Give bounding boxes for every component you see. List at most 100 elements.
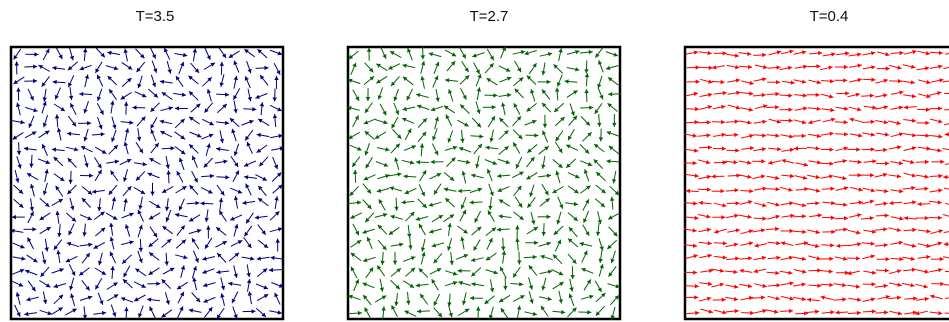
spin-arrow-head xyxy=(256,256,261,261)
spin-arrow-head xyxy=(69,285,74,291)
spin-arrow-head xyxy=(514,88,519,93)
spin-arrow-head xyxy=(82,232,87,237)
spin-arrow-head xyxy=(217,253,222,258)
spin-arrow-head xyxy=(614,295,619,300)
spin-arrow-head xyxy=(910,256,915,261)
spin-arrow-head xyxy=(708,79,713,84)
spin-arrow-shaft xyxy=(942,80,949,83)
spin-arrow-head xyxy=(897,282,902,287)
spin-arrow-head xyxy=(885,295,890,300)
spin-arrow-head xyxy=(147,172,153,177)
spin-arrow-head xyxy=(188,75,193,80)
spin-arrow-head xyxy=(694,173,699,178)
spin-arrow-head xyxy=(245,183,250,189)
spin-arrow-head xyxy=(402,76,408,81)
spin-arrow-head xyxy=(448,89,453,94)
spin-arrow-head xyxy=(222,241,227,246)
spin-arrow-head xyxy=(943,242,948,247)
spin-arrow-head xyxy=(246,279,252,284)
spin-arrow-head xyxy=(410,211,415,217)
spin-arrow-head xyxy=(937,215,942,220)
spin-arrow-head xyxy=(111,137,116,142)
spin-arrow-head xyxy=(896,120,901,126)
spin-arrow-head xyxy=(776,80,781,85)
spin-arrow-head xyxy=(273,164,278,170)
spin-arrow-head xyxy=(123,177,128,182)
spin-arrow-head xyxy=(844,132,849,137)
spin-arrow-head xyxy=(208,189,213,194)
spin-arrow-head xyxy=(695,79,700,84)
spin-arrow-head xyxy=(203,282,208,288)
spin-arrow-head xyxy=(693,201,698,206)
spin-arrow-head xyxy=(179,306,184,311)
spin-arrow-head xyxy=(471,173,476,178)
spin-arrow-head xyxy=(789,147,795,153)
spin-arrow-head xyxy=(233,151,238,156)
spin-arrow-head xyxy=(613,52,618,57)
spin-arrow-head xyxy=(395,284,400,290)
spin-arrow-head xyxy=(830,215,835,220)
spin-arrow-head xyxy=(443,187,449,192)
spin-arrow-head xyxy=(180,150,186,155)
spin-arrow-head xyxy=(735,105,741,110)
spin-arrow-head xyxy=(247,243,252,248)
spin-arrow-head xyxy=(381,306,386,311)
spin-arrow-head xyxy=(912,133,917,138)
spin-arrow-head xyxy=(181,239,186,244)
spin-arrow-head xyxy=(272,114,278,119)
spin-arrow-head xyxy=(897,78,902,84)
spin-arrow-head xyxy=(225,92,230,97)
spin-arrow-head xyxy=(95,284,100,290)
spin-arrow-head xyxy=(489,63,494,68)
spin-arrow-head xyxy=(68,230,73,236)
spin-arrow-head xyxy=(388,65,393,70)
spin-arrow-head xyxy=(150,124,155,129)
spin-arrow-head xyxy=(192,266,197,271)
spin-arrow-head xyxy=(722,90,727,96)
spin-arrow-head xyxy=(558,148,563,153)
spin-arrow-head xyxy=(101,270,106,275)
spin-arrow-head xyxy=(56,250,61,255)
spin-arrow-head xyxy=(871,270,877,275)
spin-arrow-head xyxy=(84,74,89,79)
spin-arrow-head xyxy=(911,243,917,248)
spin-arrow-head xyxy=(899,216,904,221)
spin-arrow-head xyxy=(52,79,57,85)
spin-arrow-head xyxy=(196,133,202,138)
spin-arrow-head xyxy=(760,228,766,233)
spin-arrow-head xyxy=(129,212,134,217)
spin-arrow-head xyxy=(583,169,588,174)
spin-arrow-head xyxy=(843,202,848,207)
spin-arrow-head xyxy=(608,145,614,151)
spin-arrow-head xyxy=(734,119,739,124)
spin-arrow-head xyxy=(234,252,239,257)
spin-arrow-head xyxy=(66,241,72,247)
spin-arrow-head xyxy=(803,241,809,246)
spin-arrow-head xyxy=(735,78,740,83)
spin-arrow-head xyxy=(365,97,371,101)
spin-arrow-head xyxy=(801,50,807,55)
spin-arrow-head xyxy=(573,216,578,221)
spin-arrow-head xyxy=(385,147,390,152)
spin-arrow-head xyxy=(113,145,118,150)
spin-arrow-head xyxy=(547,269,553,274)
spin-arrow-head xyxy=(390,214,395,220)
spin-arrow-head xyxy=(748,107,753,112)
spin-arrow-head xyxy=(18,189,24,194)
spin-arrow-head xyxy=(871,229,877,234)
spin-arrow-head xyxy=(524,51,529,56)
spin-arrow-head xyxy=(434,75,439,81)
spin-arrow-head xyxy=(830,117,836,122)
spin-arrow-head xyxy=(420,191,425,197)
spin-arrow-head xyxy=(734,213,739,218)
spin-arrow-head xyxy=(762,119,767,124)
spin-arrow-head xyxy=(234,162,239,167)
spin-arrow-head xyxy=(541,89,547,94)
spin-arrow-head xyxy=(733,269,738,275)
spin-arrow-head xyxy=(422,170,427,175)
spin-arrow-head xyxy=(68,179,73,184)
spin-arrow-head xyxy=(842,159,847,164)
spin-arrow-head xyxy=(532,254,537,260)
spin-arrow-head xyxy=(362,229,367,234)
spin-arrow-head xyxy=(497,187,502,192)
